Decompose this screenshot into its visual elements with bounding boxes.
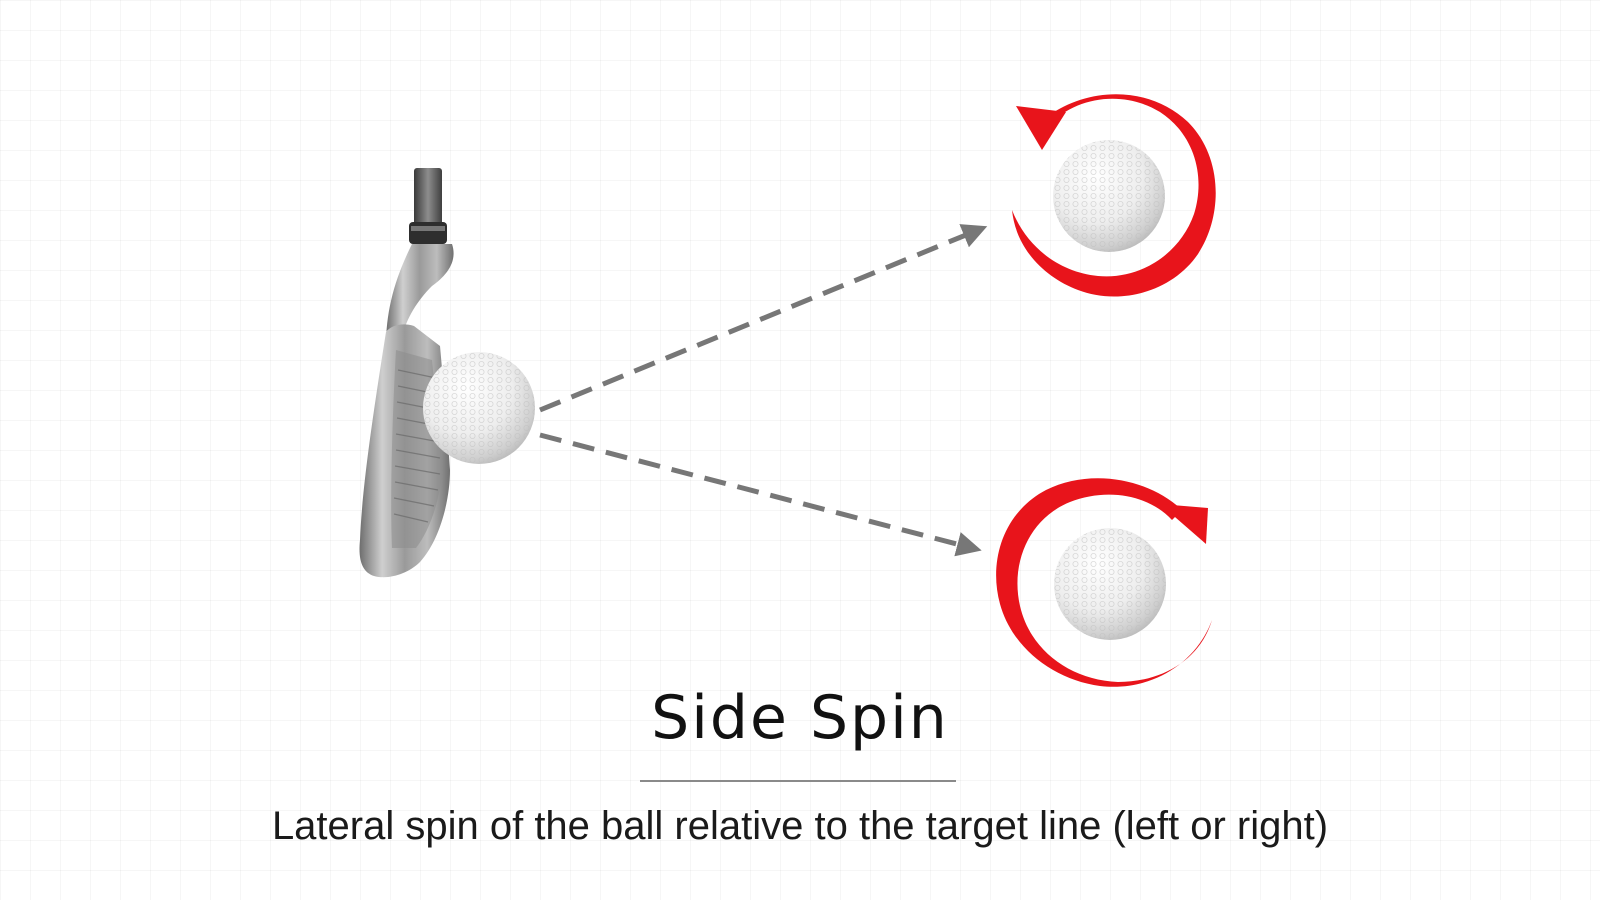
golf-ball-icon [1053, 140, 1165, 252]
dashed-arrow-icon [539, 224, 988, 413]
counterclockwise-arrow-icon [1012, 94, 1216, 297]
golf-ball-icon [1054, 528, 1166, 640]
page-subtitle: Lateral spin of the ball relative to the… [271, 804, 1329, 848]
page-title: Side Spin [651, 683, 949, 753]
title-divider [640, 780, 956, 782]
clockwise-arrow-icon [996, 478, 1212, 687]
golf-ball-icon [423, 352, 535, 464]
dashed-arrow-icon [539, 432, 982, 557]
